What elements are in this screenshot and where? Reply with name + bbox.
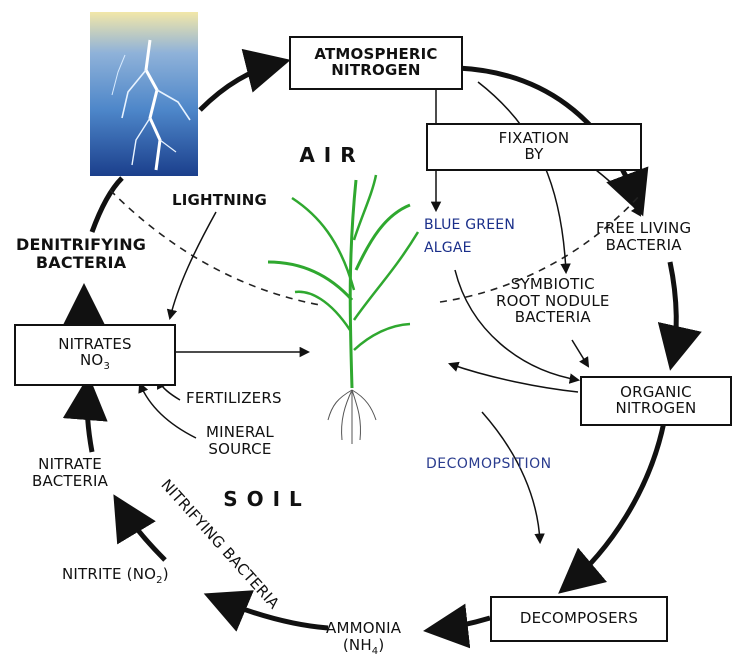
denitrifying-line1: DENITRIFYING <box>16 236 146 254</box>
plant-illustration <box>268 175 418 444</box>
arrow-denitrifying-to-lightning <box>92 178 122 232</box>
soil-label: SOIL <box>212 488 322 510</box>
nitrates-box: NITRATES NO3 <box>14 324 176 386</box>
arrow-nitrate-bacteria-to-nitrates <box>87 384 92 452</box>
ammonia-line1: AMMONIA <box>326 620 401 637</box>
arrow-symbiotic-to-organic <box>572 340 588 366</box>
atmospheric-nitrogen-line2: NITROGEN <box>331 63 420 79</box>
blue-green-algae-line1: BLUE GREEN <box>424 218 515 233</box>
blue-green-algae-label: BLUE GREEN ALGAE <box>424 218 515 257</box>
ammonia-label: AMMONIA (NH4) <box>326 620 401 657</box>
ammonia-line2: (NH4) <box>326 637 401 657</box>
arrow-lightning-to-nitrates <box>170 212 216 318</box>
arrow-free-living-to-organic <box>670 262 676 362</box>
symbiotic-line2: ROOT NODULE <box>496 293 610 310</box>
nitrates-line2: NO3 <box>80 353 110 373</box>
mineral-line1: MINERAL <box>206 424 274 441</box>
arrow-nitrite-to-nitrate-bacteria <box>118 502 165 560</box>
nitrite-label: NITRITE (NO2) <box>62 566 169 586</box>
arrow-decomposition-to-decomposers <box>482 412 540 542</box>
lightning-image <box>90 12 198 176</box>
free-living-bacteria-label: FREE LIVING BACTERIA <box>596 220 691 253</box>
blue-green-algae-line2: ALGAE <box>424 241 515 256</box>
arrow-organic-to-decomposers <box>565 422 664 588</box>
nitrate-bacteria-line1: NITRATE <box>32 456 108 473</box>
nitrate-bacteria-line2: BACTERIA <box>32 473 108 490</box>
symbiotic-label: SYMBIOTIC ROOT NODULE BACTERIA <box>496 276 610 326</box>
free-living-line2: BACTERIA <box>596 237 691 254</box>
free-living-line1: FREE LIVING <box>596 220 691 237</box>
fixation-by-line2: BY <box>524 147 543 163</box>
symbiotic-line3: BACTERIA <box>496 309 610 326</box>
mineral-source-label: MINERAL SOURCE <box>206 424 274 457</box>
arrow-lightning-to-atmospheric <box>200 62 282 110</box>
arrow-organic-to-plant <box>450 364 578 392</box>
arrow-decomposers-to-ammonia <box>432 618 490 630</box>
fertilizers-label: FERTILIZERS <box>186 390 282 407</box>
organic-nitrogen-box: ORGANIC NITROGEN <box>580 376 732 426</box>
organic-nitrogen-line2: NITROGEN <box>616 401 697 417</box>
atmospheric-nitrogen-box: ATMOSPHERIC NITROGEN <box>289 36 463 90</box>
nitrate-bacteria-label: NITRATE BACTERIA <box>32 456 108 489</box>
denitrifying-bacteria-label: DENITRIFYING BACTERIA <box>16 236 146 271</box>
decomposers-box: DECOMPOSERS <box>490 596 668 642</box>
mineral-line2: SOURCE <box>206 441 274 458</box>
denitrifying-line2: BACTERIA <box>16 254 146 272</box>
symbiotic-line1: SYMBIOTIC <box>496 276 610 293</box>
decomposition-label: DECOMOPSITION <box>426 457 552 472</box>
decomposers-label: DECOMPOSERS <box>520 611 638 627</box>
lightning-label: LIGHTNING <box>172 192 267 209</box>
air-label: AIR <box>282 144 382 166</box>
fixation-by-box: FIXATION BY <box>426 123 642 171</box>
